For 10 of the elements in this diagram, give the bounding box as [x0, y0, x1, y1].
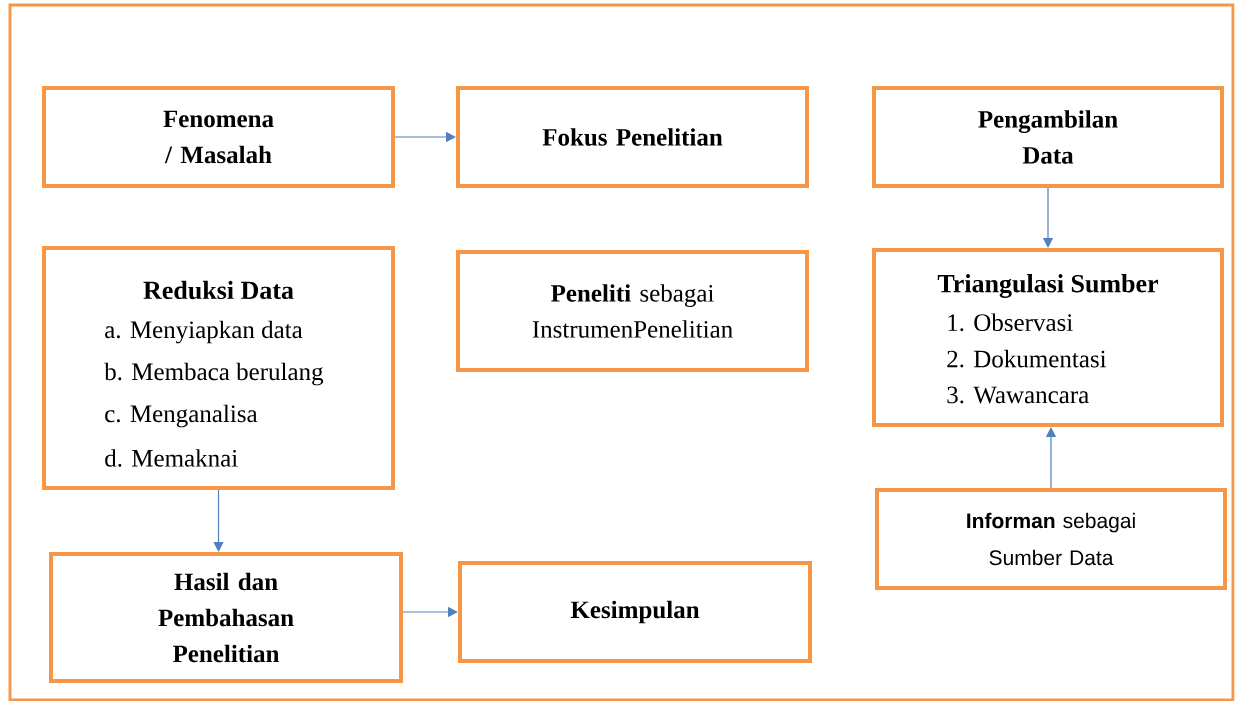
process-box: Fokus Penelitian — [456, 86, 809, 188]
process-box: Hasil dan Pembahasan Penelitian — [49, 552, 403, 683]
process-box: Fenomena / Masalah — [42, 86, 395, 188]
process-box: Peneliti sebagai InstrumenPenelitian — [456, 250, 809, 372]
process-box: Triangulasi Sumber 1. Observasi 2. Dokumentasi 3. Wawancara — [872, 248, 1224, 427]
process-box: Kesimpulan — [458, 561, 812, 663]
process-box: Pengambilan Data — [872, 86, 1224, 188]
process-box: Informan sebagai Sumber Data — [875, 488, 1227, 590]
arrow — [213, 489, 224, 552]
process-box: Reduksi Data a. Menyiapkan data b. Membaca berulang c. Menganalisa d. Memaknai — [42, 246, 395, 490]
